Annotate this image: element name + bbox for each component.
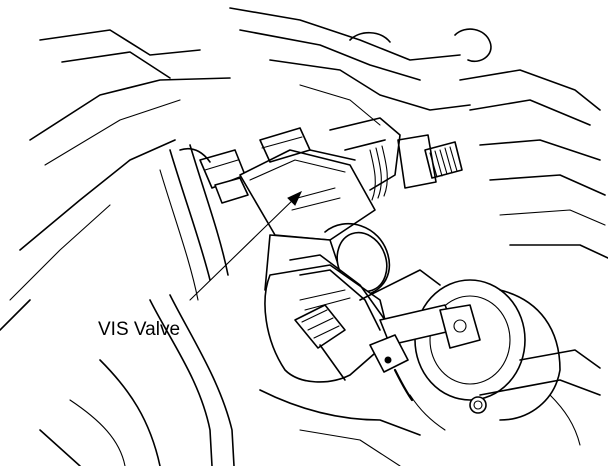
callout-leader-arrow bbox=[190, 192, 301, 300]
vis-valve-body bbox=[240, 128, 480, 430]
wire-clip-connector bbox=[180, 149, 248, 203]
bolt-stud bbox=[398, 135, 462, 188]
engine-bay-background bbox=[0, 8, 608, 466]
vis-valve-label: VIS Valve bbox=[98, 319, 180, 340]
